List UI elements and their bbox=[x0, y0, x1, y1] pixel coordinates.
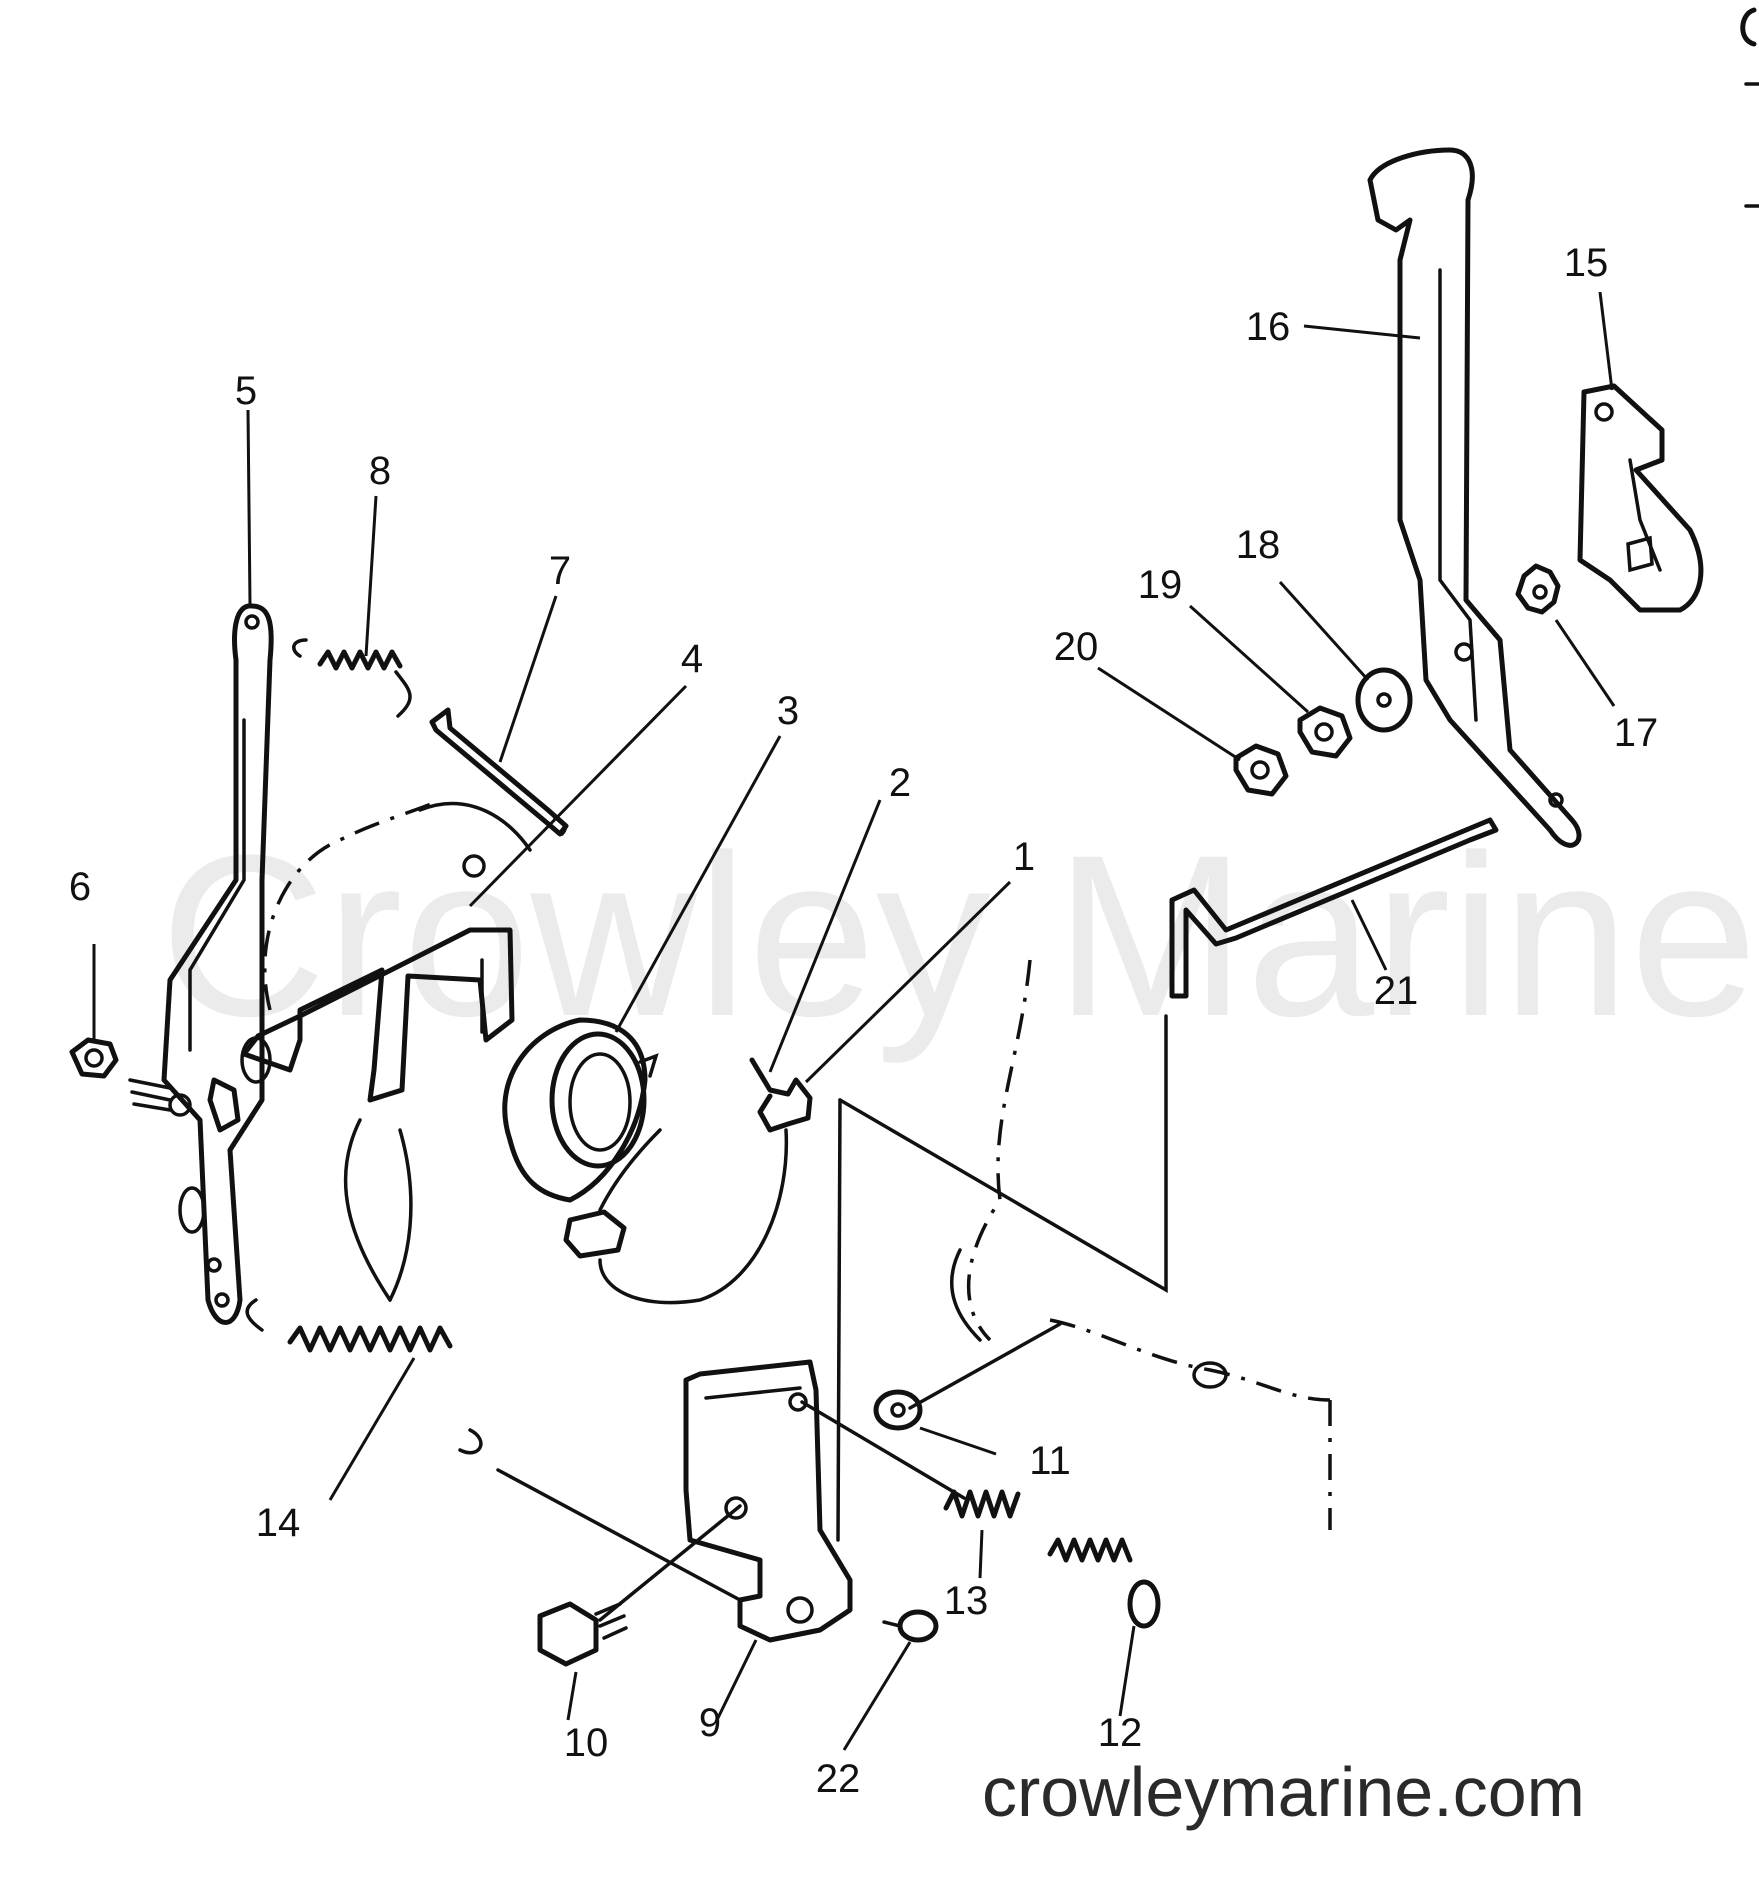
callout-22: 22 bbox=[816, 1757, 861, 1801]
part-14-spring bbox=[245, 1298, 483, 1455]
callout-8: 8 bbox=[369, 449, 391, 493]
callout-20: 20 bbox=[1054, 625, 1099, 669]
callout-12: 12 bbox=[1098, 1711, 1143, 1755]
part-12-screw bbox=[1047, 1537, 1161, 1629]
part-17-star-washer bbox=[1515, 563, 1561, 615]
part-10-bolt bbox=[537, 1601, 628, 1667]
watermark-text: Crowley Marine bbox=[160, 807, 1758, 1064]
part-16-throttle-arm bbox=[1367, 147, 1582, 848]
part-3-cam-ring bbox=[502, 1017, 659, 1203]
callout-2: 2 bbox=[889, 761, 911, 805]
callout-21: 21 bbox=[1374, 969, 1419, 1013]
callout-7: 7 bbox=[549, 549, 571, 593]
callout-13: 13 bbox=[944, 1579, 989, 1623]
callout-19: 19 bbox=[1138, 563, 1183, 607]
part-19-nut bbox=[1297, 705, 1353, 759]
leader-lines bbox=[92, 291, 1616, 1751]
callout-14: 14 bbox=[256, 1501, 301, 1545]
callout-18: 18 bbox=[1236, 523, 1281, 567]
part-8-spring bbox=[292, 638, 412, 718]
part-2-wire-clip bbox=[563, 1057, 813, 1305]
callout-10: 10 bbox=[564, 1721, 609, 1765]
part-21-rod bbox=[1169, 817, 1499, 999]
callout-1: 1 bbox=[1013, 835, 1035, 879]
part-9-bracket bbox=[683, 1359, 853, 1643]
part-18-washer bbox=[1355, 667, 1413, 733]
part-22-screw bbox=[882, 1609, 939, 1643]
part-11-washer bbox=[873, 1389, 923, 1431]
callout-16: 16 bbox=[1246, 305, 1291, 349]
part-15-bracket bbox=[1577, 383, 1704, 613]
edge-marks bbox=[1740, 7, 1759, 208]
callout-17: 17 bbox=[1614, 711, 1659, 755]
part-4-shaft bbox=[240, 927, 515, 1103]
callout-3: 3 bbox=[777, 689, 799, 733]
part-13-spring bbox=[943, 1489, 1021, 1519]
callout-4: 4 bbox=[681, 637, 703, 681]
callout-5: 5 bbox=[235, 369, 257, 413]
part-20-locknut bbox=[1233, 743, 1289, 797]
callout-11: 11 bbox=[1029, 1439, 1071, 1483]
part-6-nut bbox=[69, 1037, 241, 1133]
website-text: crowleymarine.com bbox=[982, 1753, 1585, 1831]
callout-15: 15 bbox=[1564, 241, 1609, 285]
callout-6: 6 bbox=[69, 865, 91, 909]
part-5-link-arm bbox=[161, 603, 274, 1325]
callout-labels: 5 8 7 4 3 2 1 6 14 15 16 17 18 19 20 21 … bbox=[69, 241, 1658, 1801]
assembly-lines bbox=[496, 1014, 1168, 1622]
callout-9: 9 bbox=[699, 1701, 721, 1745]
